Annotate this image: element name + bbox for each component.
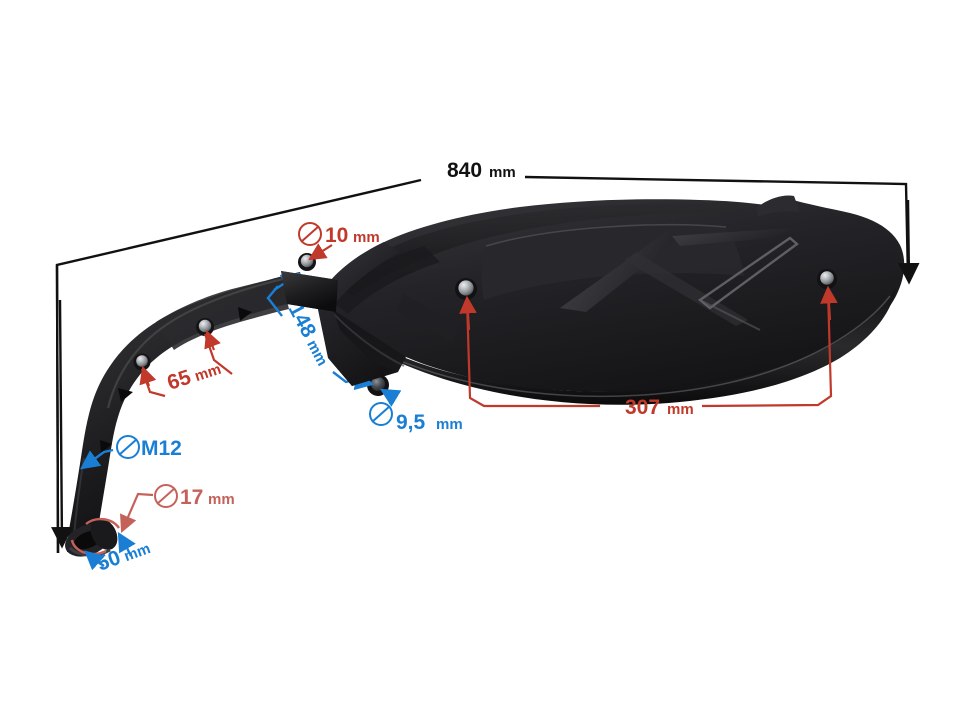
label-307mm-value: 307 [625,396,660,419]
dimension-50mm-line [84,531,136,571]
label-840mm-value: 840 [447,159,482,182]
label-9-5mm-value: 9,5 [396,411,426,434]
dimension-840mm-line [51,175,920,554]
dimension-9-5mm-leader [369,388,402,426]
label-17mm: 17 mm [180,486,235,509]
bolt-shield-right [817,269,837,289]
bolt-shield-left [455,278,477,300]
label-9-5mm: 9,5 mm [396,411,463,434]
label-10mm-value: 10 [325,224,348,247]
label-840mm-unit: mm [489,164,516,181]
label-m12-value: M12 [141,437,182,460]
label-10mm-unit: mm [353,229,380,246]
label-m12: M12 [141,437,182,460]
mounting-bracket-arm [65,271,338,557]
label-307mm-unit: mm [667,401,694,418]
label-17mm-value: 17 [180,486,203,509]
label-17mm-unit: mm [208,491,235,508]
label-10mm: 10 mm [325,224,380,247]
dimension-m12-leader [80,435,140,470]
label-840mm: 840 mm [447,159,516,182]
label-9-5mm-unit: mm [436,416,463,433]
dimension-65mm-line [139,329,233,398]
dimension-10mm-leader [298,222,333,261]
label-307mm: 307 mm [625,396,694,419]
dimension-307mm-line [459,285,838,408]
